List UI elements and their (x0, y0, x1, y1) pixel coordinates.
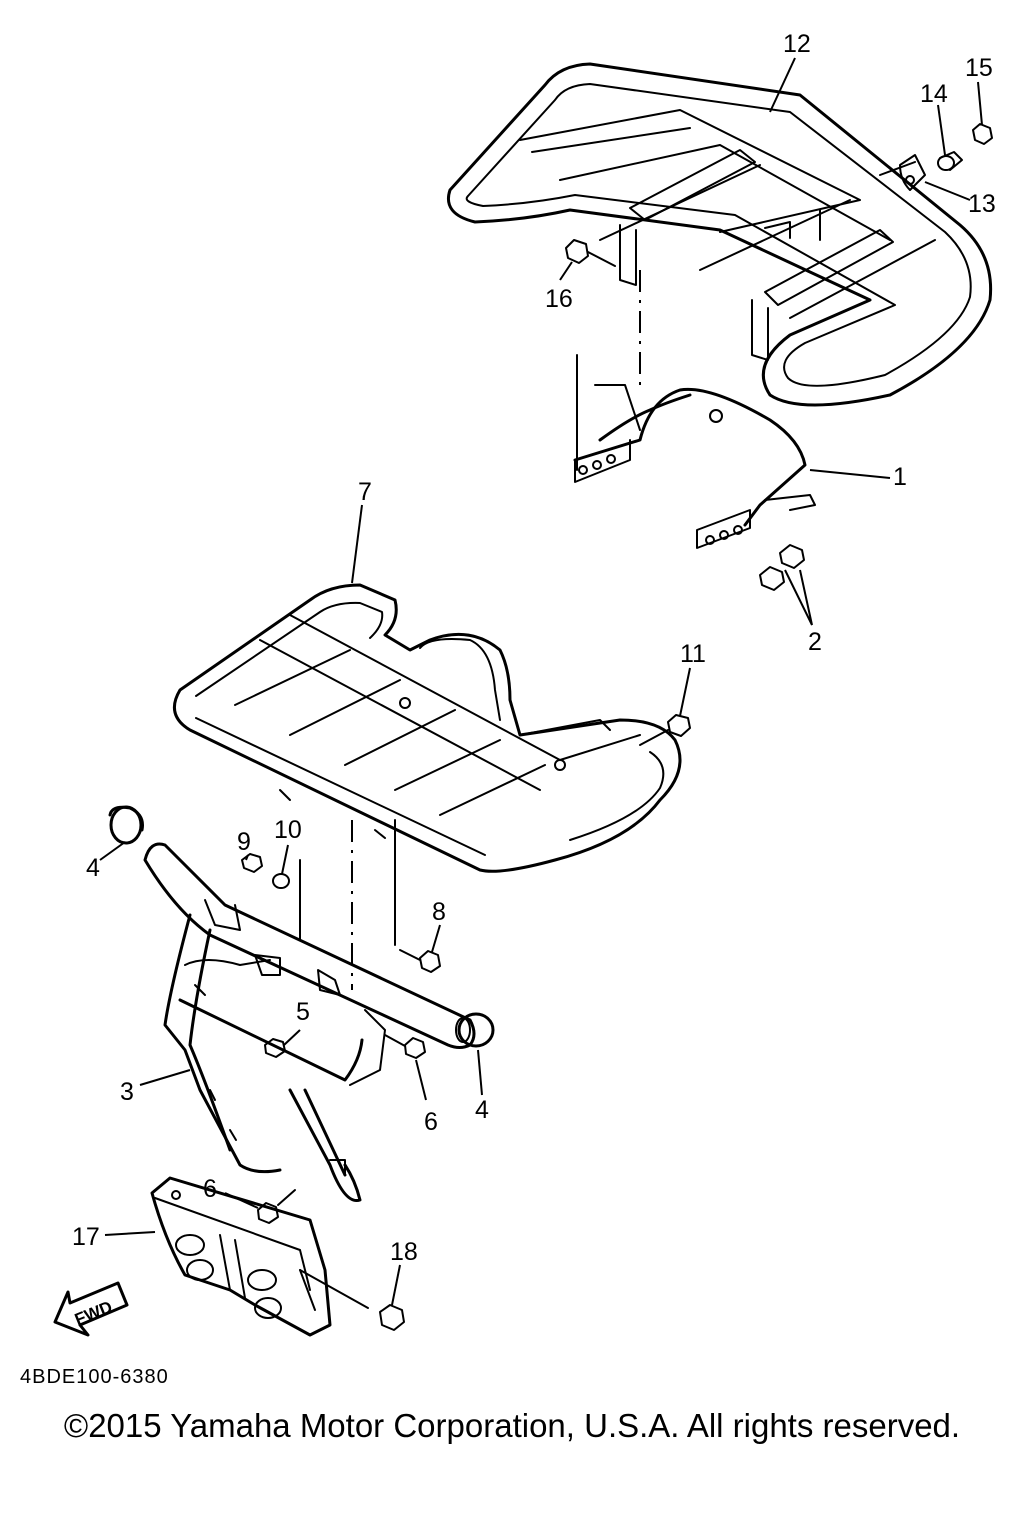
callout-13: 13 (968, 190, 996, 218)
hardware (241, 123, 993, 1331)
callout-5: 5 (296, 998, 310, 1026)
leader-lines (99, 57, 983, 1306)
callout-6b: 6 (203, 1175, 217, 1203)
fwd-label: FWD (72, 1297, 115, 1329)
rear-carrier-bracket (573, 270, 816, 549)
drawing-code: 4BDE100-6380 (20, 1366, 169, 1388)
callout-4b: 4 (475, 1096, 489, 1124)
callout-7: 7 (358, 478, 372, 506)
callout-8: 8 (432, 898, 446, 926)
callout-2: 2 (808, 628, 822, 656)
callout-9: 9 (237, 828, 251, 856)
end-caps (108, 805, 495, 1048)
copyright-notice: ©2015 Yamaha Motor Corporation, U.S.A. A… (63, 1407, 961, 1444)
callout-16: 16 (545, 285, 573, 313)
callout-10: 10 (274, 816, 302, 844)
callout-17: 17 (72, 1223, 100, 1251)
callout-1: 1 (893, 463, 907, 491)
callout-15: 15 (965, 54, 993, 82)
callout-6a: 6 (424, 1108, 438, 1136)
callout-14: 14 (920, 80, 948, 108)
callout-labels: 1 2 3 4 4 5 6 6 7 8 9 10 11 12 13 14 15 … (72, 30, 996, 1266)
front-guard (143, 819, 476, 1203)
skid-plate (150, 1176, 332, 1337)
fwd-arrow: FWD (53, 1281, 129, 1337)
callout-18: 18 (390, 1238, 418, 1266)
callout-4a: 4 (86, 854, 100, 882)
front-carrier-rack (172, 583, 682, 873)
callout-12: 12 (783, 30, 811, 58)
callout-3: 3 (120, 1078, 134, 1106)
callout-11: 11 (680, 640, 706, 668)
rear-carrier-rack (447, 62, 993, 407)
